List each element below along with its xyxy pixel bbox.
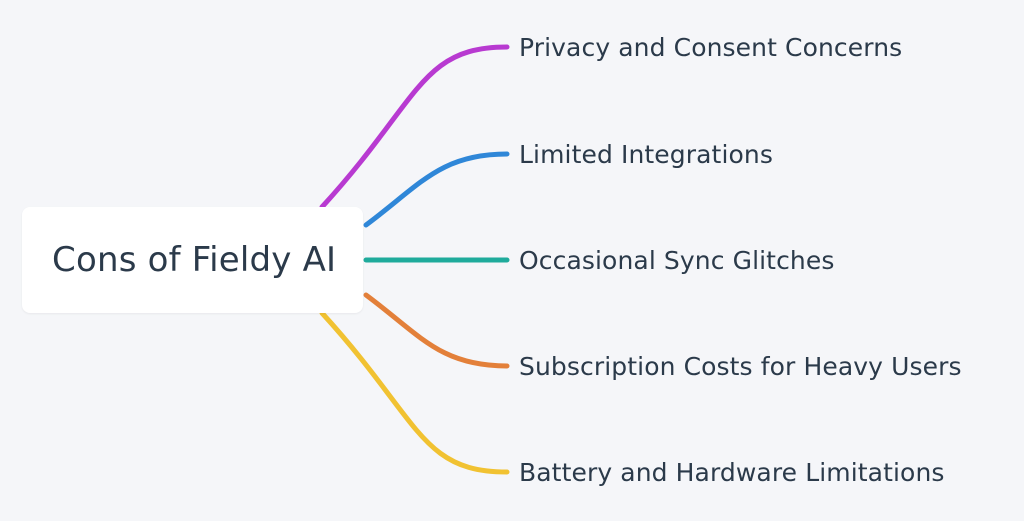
branch-battery-hardware: Battery and Hardware Limitations (519, 458, 945, 487)
branch-sync-glitches: Occasional Sync Glitches (519, 246, 835, 275)
connector-privacy (319, 44, 510, 210)
root-label: Cons of Fieldy AI (52, 240, 337, 280)
connector-battery (319, 310, 510, 475)
connector-integrations (363, 151, 510, 228)
branch-subscription-costs: Subscription Costs for Heavy Users (519, 352, 962, 381)
branch-privacy-consent: Privacy and Consent Concerns (519, 33, 903, 62)
root-node: Cons of Fieldy AI (22, 207, 363, 313)
branch-limited-integrations: Limited Integrations (519, 140, 773, 169)
connector-subscription (363, 292, 510, 369)
